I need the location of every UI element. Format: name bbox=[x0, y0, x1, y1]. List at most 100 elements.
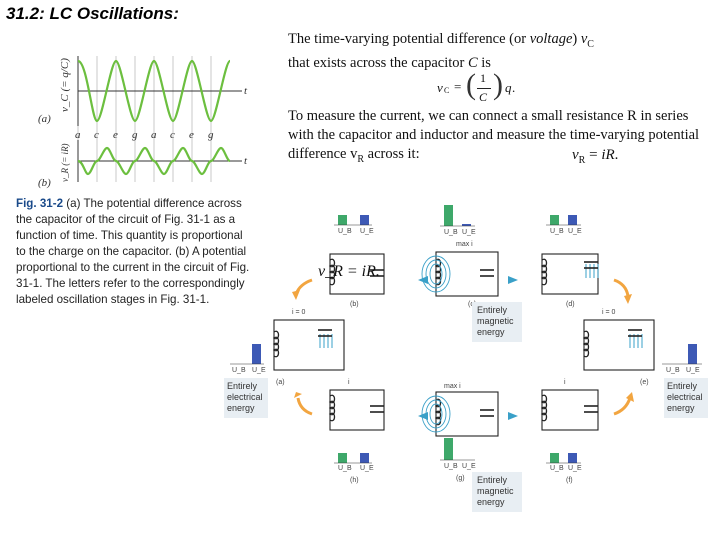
eq-numerator: 1 bbox=[480, 71, 486, 85]
label-ue: U_E bbox=[252, 367, 266, 374]
box-electrical-right: Entirely electrical energy bbox=[664, 378, 708, 418]
lc-cycle-diagram: U_B U_E max i (c) Entirely magnetic ener… bbox=[224, 205, 708, 512]
equation-vc: v C = ( 1 C ) q . bbox=[437, 68, 527, 106]
circuit-left: i = 0 U_B U_E (a) bbox=[230, 309, 345, 386]
panel-a: (a) bbox=[276, 379, 285, 386]
label-ub: U_B bbox=[444, 463, 458, 470]
caption-text: (a) The potential difference across the … bbox=[16, 197, 250, 306]
stage-letter: e bbox=[189, 129, 194, 141]
box-magnetic-bottom: Entirely magnetic energy bbox=[472, 472, 522, 512]
label-ue: U_E bbox=[360, 228, 374, 235]
symbol-v: v bbox=[580, 31, 588, 47]
stage-letter: c bbox=[94, 129, 99, 141]
eq-period: . bbox=[512, 80, 516, 95]
eq-q: q bbox=[505, 80, 512, 95]
overlay-vr-eq: v_R = iR. bbox=[318, 263, 380, 280]
label-max-i: max i bbox=[456, 241, 473, 248]
axis-label-vr: v_R (= iR) bbox=[60, 143, 70, 182]
symbol-c: C bbox=[467, 54, 478, 71]
elec-right-l1: Entirely bbox=[667, 381, 698, 391]
circuit-a: U_B U_E max i (c) bbox=[421, 205, 499, 308]
slide-title: 31.2: LC Oscillations: bbox=[6, 4, 179, 23]
axis-t-a: t bbox=[244, 85, 248, 97]
eq-denominator: C bbox=[479, 90, 488, 104]
panel-e: (e) bbox=[640, 379, 649, 386]
para1-text-e: is bbox=[477, 54, 491, 71]
curve-vc bbox=[77, 59, 232, 123]
label-ub: U_B bbox=[550, 228, 564, 235]
label-i-zero: i = 0 bbox=[292, 309, 306, 316]
eq-equals: = bbox=[454, 79, 462, 94]
panel-b: (b) bbox=[350, 301, 359, 308]
elec-right-l2: electrical bbox=[667, 392, 703, 402]
label-ue: U_E bbox=[686, 367, 700, 374]
eq2-equals: = bbox=[585, 147, 602, 163]
label-ue: U_E bbox=[462, 463, 476, 470]
oscillation-graph: v_C (= q/C) v_R (= iR) t t (a) (b) a c e… bbox=[38, 56, 248, 189]
stage-letter: a bbox=[151, 129, 157, 141]
stage-letter: e bbox=[113, 129, 118, 141]
eq-fraction-bar bbox=[477, 88, 491, 89]
label-i: i bbox=[348, 379, 350, 386]
paragraph-voltage-definition: The time-varying potential difference (o… bbox=[288, 30, 688, 73]
label-ub: U_B bbox=[338, 228, 352, 235]
label-ue: U_E bbox=[462, 229, 476, 236]
box-magnetic-top: Entirely magnetic energy bbox=[472, 302, 522, 342]
axis-label-vc: v_C (= q/C) bbox=[59, 58, 71, 112]
mag-bot-l1: Entirely bbox=[477, 475, 508, 485]
arrow-icon bbox=[613, 397, 632, 416]
axis-t-b: t bbox=[244, 155, 248, 167]
circuit-right: i = 0 U_B U_E (e) bbox=[583, 309, 702, 386]
para1-text-c: ) bbox=[572, 31, 581, 47]
eq-lparen: ( bbox=[466, 68, 476, 101]
eq2-period: . bbox=[614, 147, 619, 163]
cycle-arrowheads bbox=[292, 290, 634, 402]
label-ue: U_E bbox=[568, 228, 582, 235]
panel-h: (h) bbox=[350, 477, 359, 484]
circuit-h: i U_B U_E (h) bbox=[329, 379, 385, 484]
label-ub: U_B bbox=[232, 367, 246, 374]
eq-rparen: ) bbox=[493, 68, 503, 101]
para1-text-a: The time-varying potential difference (o… bbox=[288, 31, 530, 47]
panel-g: (g) bbox=[456, 475, 465, 482]
stage-letter: g bbox=[208, 129, 214, 141]
label-ub: U_B bbox=[338, 465, 352, 472]
curve-vr bbox=[77, 146, 231, 176]
eq2-ir: iR bbox=[601, 147, 615, 163]
stage-letter: g bbox=[132, 129, 138, 141]
eq2-v: v bbox=[572, 147, 579, 163]
elec-left-l1: Entirely bbox=[227, 381, 258, 391]
circuit-f: i U_B U_E (f) bbox=[541, 379, 599, 484]
elec-left-l3: energy bbox=[227, 403, 255, 413]
para1-voltage-word: voltage bbox=[529, 31, 573, 47]
stage-letter: a bbox=[75, 129, 81, 141]
label-ue: U_E bbox=[360, 465, 374, 472]
label-ub: U_B bbox=[666, 367, 680, 374]
label-i-zero: i = 0 bbox=[602, 309, 616, 316]
panel-label-a: (a) bbox=[38, 113, 51, 125]
figure-caption: Fig. 31-2 (a) The potential difference a… bbox=[16, 196, 254, 308]
panel-f: (f) bbox=[566, 477, 573, 484]
caption-fig-number: Fig. 31-2 bbox=[16, 197, 64, 210]
label-max-i: max i bbox=[444, 383, 461, 390]
arrow-icon bbox=[613, 278, 630, 297]
eq-sub-c: C bbox=[444, 86, 450, 95]
para1-text-d: that exists across the capacitor bbox=[288, 54, 468, 71]
elec-left-l2: electrical bbox=[227, 392, 263, 402]
paragraph-measure-current: To measure the current, we can connect a… bbox=[288, 107, 703, 169]
label-ue: U_E bbox=[568, 465, 582, 472]
circuit-d: U_B U_E (d) bbox=[541, 215, 599, 308]
mag-top-l3: energy bbox=[477, 327, 505, 337]
eq-v: v bbox=[437, 80, 443, 95]
elec-right-l3: energy bbox=[667, 403, 695, 413]
label-ub: U_B bbox=[444, 229, 458, 236]
para2-text-end: across it: bbox=[364, 146, 420, 162]
stage-letters: a c e g a c e g bbox=[75, 129, 214, 141]
bar-ub bbox=[444, 205, 453, 226]
mag-top-l1: Entirely bbox=[477, 305, 508, 315]
stage-letter: c bbox=[170, 129, 175, 141]
mag-bot-l3: energy bbox=[477, 497, 505, 507]
symbol-sub-c: C bbox=[587, 38, 594, 50]
panel-d: (d) bbox=[566, 301, 575, 308]
mag-top-l2: magnetic bbox=[477, 316, 514, 326]
